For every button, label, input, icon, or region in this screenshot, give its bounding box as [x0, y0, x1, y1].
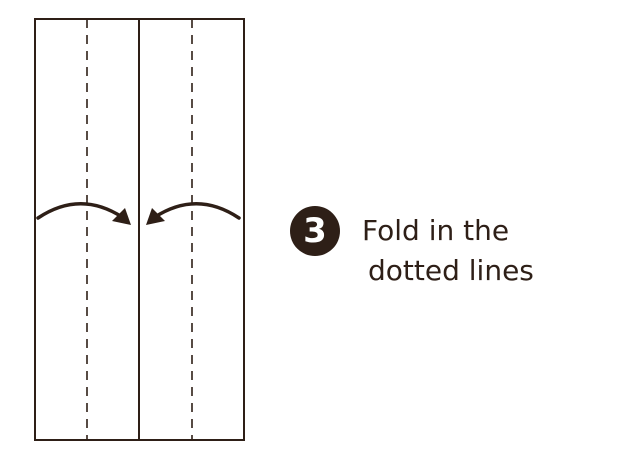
right-fold-arrow	[153, 202, 241, 220]
left-fold-arrow	[36, 202, 124, 220]
instruction-line-1: Fold in the	[362, 214, 510, 247]
right-arrowhead-icon	[146, 208, 165, 225]
instruction-line-2: dotted lines	[368, 254, 534, 287]
step-number-badge: 3	[290, 206, 340, 256]
left-arrowhead-icon	[112, 208, 131, 225]
step-number: 3	[303, 211, 327, 251]
step-instruction: Fold in the dotted lines	[362, 211, 602, 291]
